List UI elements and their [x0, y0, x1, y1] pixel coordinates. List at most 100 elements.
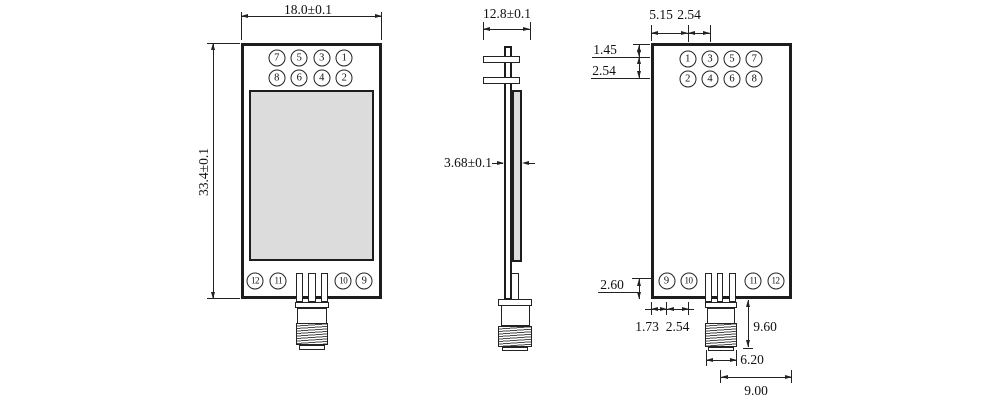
arrowhead: [636, 50, 641, 57]
front-pin-1: 1: [335, 49, 353, 67]
dimension-line: [748, 299, 749, 347]
arrowhead: [745, 299, 750, 307]
dimension-line: [483, 29, 531, 30]
extension-line: [742, 347, 753, 349]
extension-line: [240, 12, 242, 40]
front-sma-body: [297, 307, 327, 324]
front-pin-9: 9: [355, 272, 373, 290]
arrowhead: [729, 357, 737, 362]
side-bottom-tab: [511, 273, 519, 300]
front-pin-11: 11: [269, 272, 287, 290]
arrowhead: [784, 374, 792, 379]
arrowhead: [210, 292, 215, 299]
arrowhead: [496, 160, 504, 165]
front-pin-5: 5: [290, 49, 308, 67]
arrowhead: [720, 374, 728, 379]
dimension-line: [213, 43, 214, 299]
arrowhead: [651, 307, 658, 312]
extension-line: [736, 350, 737, 366]
front-shield-can: [249, 90, 374, 261]
side-width-label: 12.8±0.1: [483, 6, 531, 21]
side-pin-row: [483, 55, 520, 63]
side-shield-can: [511, 90, 522, 262]
front-pin-2: 2: [335, 69, 353, 87]
back-edge-pin9-label: 1.73: [635, 319, 659, 334]
extension-line: [207, 298, 240, 299]
arrowhead: [651, 30, 658, 35]
arrowhead: [703, 30, 710, 35]
back-pin-10: 10: [680, 272, 697, 290]
front-antenna-slot: [296, 273, 304, 302]
back-edge-pitch-label: 5.15: [649, 7, 673, 22]
arrowhead: [523, 26, 531, 31]
back-pin-12: 12: [767, 272, 784, 290]
arrowhead: [706, 357, 713, 362]
extension-line: [381, 12, 383, 40]
front-pin-3: 3: [313, 49, 331, 67]
extension-line: [632, 278, 651, 280]
arrowhead: [636, 57, 641, 64]
arrowhead: [375, 13, 382, 18]
front-antenna-slot: [308, 273, 316, 302]
back-bottom-row-label: 2.60: [600, 277, 624, 292]
arrowhead: [681, 307, 689, 312]
front-pin-7: 7: [268, 49, 286, 67]
back-connector-width-label: 6.20: [740, 352, 764, 367]
extension-line: [791, 370, 793, 383]
back-pin-9: 9: [658, 272, 675, 290]
arrowhead: [745, 339, 750, 347]
back-row-pitch-label: 2.54: [592, 63, 616, 78]
side-pcb-board: [503, 46, 512, 300]
front-height-label: 33.4±0.1: [195, 148, 211, 196]
side-sma-threads: [498, 325, 532, 347]
back-module-outline: [651, 43, 792, 299]
front-width-label: 18.0±0.1: [284, 1, 332, 17]
back-pin-pitch-label: 2.54: [677, 7, 701, 22]
back-pin-7: 7: [745, 50, 763, 68]
back-pin-2: 2: [679, 70, 697, 88]
extension-line: [483, 22, 484, 40]
leader-line: [598, 291, 639, 293]
back-pin-8: 8: [745, 70, 763, 88]
front-sma-threads: [296, 323, 329, 345]
extension-line: [591, 77, 650, 79]
front-pin-12: 12: [246, 272, 264, 290]
dimension-line: [706, 359, 737, 361]
back-connector-offset-label: 9.00: [744, 382, 768, 398]
extension-line: [709, 25, 711, 42]
back-sma-cap: [708, 346, 734, 351]
extension-line: [207, 42, 240, 44]
arrowhead: [241, 13, 248, 18]
back-pin-1: 1: [679, 50, 697, 68]
front-pin-4: 4: [313, 69, 331, 87]
front-sma-cap: [298, 344, 326, 351]
back-pin-3: 3: [701, 50, 719, 68]
front-antenna-slot: [321, 273, 329, 302]
leader-line: [527, 162, 535, 164]
dimension-line: [651, 32, 710, 34]
arrowhead: [681, 30, 688, 35]
dimension-line: [241, 16, 382, 17]
arrowhead: [636, 291, 641, 299]
back-sma-threads: [705, 323, 737, 347]
extension-line: [633, 44, 650, 46]
side-sma-cap: [501, 346, 528, 352]
side-sma-flange: [498, 299, 532, 306]
back-sma-body: [707, 307, 735, 324]
back-pin-6: 6: [723, 70, 741, 88]
dimension-line: [638, 278, 640, 299]
back-pin-4: 4: [701, 70, 719, 88]
back-connector-height-label: 9.60: [753, 319, 777, 334]
arrowhead: [659, 307, 667, 312]
back-bottom-pitch-label: 2.54: [665, 319, 690, 334]
extension-line: [529, 22, 531, 40]
side-pin-row: [483, 77, 520, 84]
side-thickness-label: 3.68±0.1: [444, 155, 492, 170]
arrowhead: [483, 26, 491, 31]
arrowhead: [636, 44, 641, 52]
dimension-line: [720, 376, 792, 378]
arrowhead: [636, 278, 641, 286]
back-antenna-slot: [716, 273, 724, 302]
side-sma-body: [500, 305, 530, 326]
